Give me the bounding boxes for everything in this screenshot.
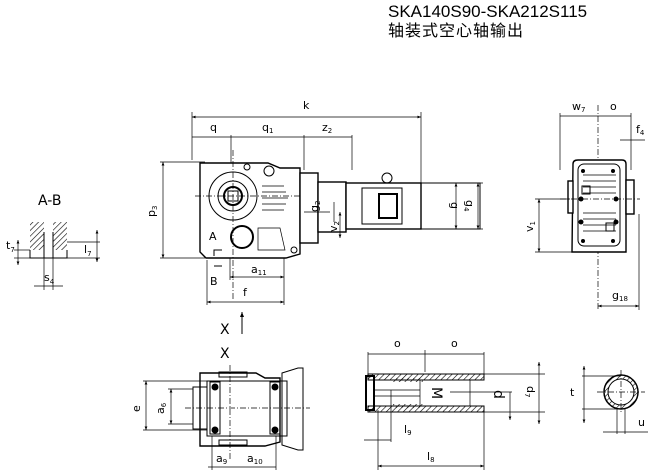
section-title: A-B: [38, 193, 61, 209]
dim-e: e: [130, 405, 143, 412]
drawing-subtitle: 轴装式空心轴输出: [388, 21, 525, 40]
dim-a6: a6: [154, 402, 168, 414]
dim-g18: g18: [612, 289, 628, 303]
side-view: k q q1 z2 p3 A B g2: [145, 99, 483, 305]
dim-u: u: [638, 416, 645, 429]
dim-d7: d7: [523, 386, 537, 397]
shaft-cross-section: t u: [570, 366, 648, 434]
dim-a11: a11: [251, 263, 267, 277]
dim-t7: t7: [6, 239, 15, 254]
dim-f4: f4: [636, 123, 645, 137]
dim-s4: s4: [44, 271, 55, 286]
dim-o-left: o: [394, 337, 401, 350]
section-mark-b: B: [210, 275, 218, 288]
dim-o-right: o: [451, 337, 458, 350]
section-mark-a: A: [209, 230, 217, 243]
dim-o-end: o: [610, 100, 617, 113]
dim-l9: l9: [404, 423, 412, 437]
dim-m: M: [428, 387, 444, 399]
dim-t: t: [570, 386, 575, 399]
end-view: w7 o f4 v1 g18: [523, 100, 645, 310]
dim-l8: l8: [427, 450, 435, 464]
drawing-title: SKA140S90-SKA212S115 轴装式空心轴输出: [388, 2, 587, 40]
dim-a10: a10: [247, 452, 263, 466]
view-x: X X e a6 a9 a10: [130, 312, 310, 470]
hollow-shaft-view: o o M d d7 l9 l8: [364, 337, 545, 470]
dim-p3: p3: [145, 206, 159, 217]
dim-l7: l7: [84, 243, 92, 258]
dim-z2: z2: [322, 121, 332, 135]
view-label: X: [220, 346, 230, 362]
dim-g4: g4: [462, 200, 476, 212]
dim-q: q: [210, 121, 217, 134]
view-arrow-label: X: [220, 322, 230, 338]
dim-w7: w7: [572, 100, 585, 114]
dim-v1: v1: [523, 221, 537, 232]
dim-k: k: [303, 99, 310, 112]
model-range: SKA140S90-SKA212S115: [388, 2, 588, 21]
section-a-b: A-B t7 l7 s4: [6, 193, 100, 290]
dim-d: d: [490, 390, 506, 399]
dim-a9: a9: [216, 452, 227, 466]
dim-v2: v2: [327, 221, 341, 232]
dim-f: f: [243, 286, 248, 299]
dim-g2: g2: [308, 201, 322, 212]
dim-q1: q1: [262, 121, 273, 135]
dim-g: g: [448, 202, 461, 209]
